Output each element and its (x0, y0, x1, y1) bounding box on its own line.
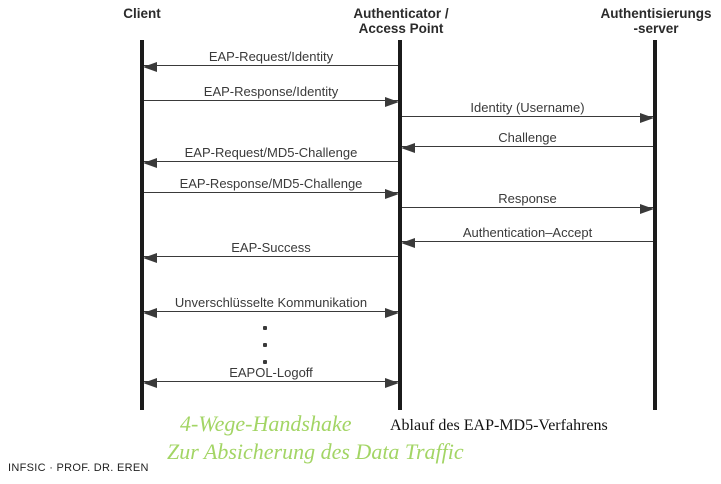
message-label: Response (498, 191, 557, 206)
message-label: Identity (Username) (470, 100, 585, 115)
caption-green-line1: 4-Wege-Handshake (180, 411, 352, 436)
sequence-message: EAP-Success (143, 240, 398, 263)
message-arrow-line (144, 189, 399, 199)
footer-credit: INFSIC · PROF. DR. EREN (8, 462, 149, 474)
sequence-message: EAPOL-Logoff (143, 365, 399, 388)
message-arrow-line (143, 378, 399, 388)
sequence-message: Identity (Username) (402, 100, 654, 123)
lifeline-authenticator (398, 40, 402, 410)
message-arrow-line (143, 158, 398, 168)
sequence-message: EAP-Request/MD5-Challenge (143, 145, 398, 168)
message-arrow-line (401, 143, 653, 153)
message-arrow-line (402, 204, 654, 214)
message-label: EAPOL-Logoff (229, 365, 313, 380)
sequence-message: EAP-Response/Identity (144, 84, 399, 107)
actor-label-client: Client (123, 6, 161, 21)
actor-label-authenticator: Authenticator / Access Point (353, 6, 449, 36)
ellipsis-dot (263, 326, 267, 330)
message-label: EAP-Success (231, 240, 311, 255)
sequence-message: EAP-Response/MD5-Challenge (144, 176, 399, 199)
actor-label-server: Authentisierungs -server (600, 6, 712, 36)
diagram-caption: Ablauf des EAP-MD5-Verfahrens (390, 417, 608, 434)
message-label: EAP-Response/Identity (203, 84, 339, 99)
caption-green-line2: Zur Absicherung des Data Traffic (167, 439, 464, 464)
ellipsis-dot (263, 343, 267, 347)
message-arrow-line (143, 308, 399, 318)
sequence-message: Challenge (401, 130, 653, 153)
sequence-message: EAP-Request/Identity (143, 49, 398, 72)
message-arrow-line (144, 97, 399, 107)
message-label: Challenge (498, 130, 557, 145)
sequence-message: Authentication–Accept (401, 225, 653, 248)
message-arrow-line (401, 238, 653, 248)
sequence-message: Unverschlüsselte Kommunikation (143, 295, 399, 318)
message-label: Unverschlüsselte Kommunikation (174, 295, 368, 310)
lifeline-client (140, 40, 144, 410)
lifeline-server (653, 40, 657, 410)
message-label: EAP-Request/MD5-Challenge (184, 145, 358, 160)
message-arrow-line (402, 113, 654, 123)
message-label: EAP-Request/Identity (208, 49, 334, 64)
sequence-message: Response (402, 191, 654, 214)
message-label: EAP-Response/MD5-Challenge (179, 176, 363, 191)
message-arrow-line (143, 62, 398, 72)
message-label: Authentication–Accept (462, 225, 593, 240)
ellipsis-dot (263, 360, 267, 364)
message-arrow-line (143, 253, 398, 263)
